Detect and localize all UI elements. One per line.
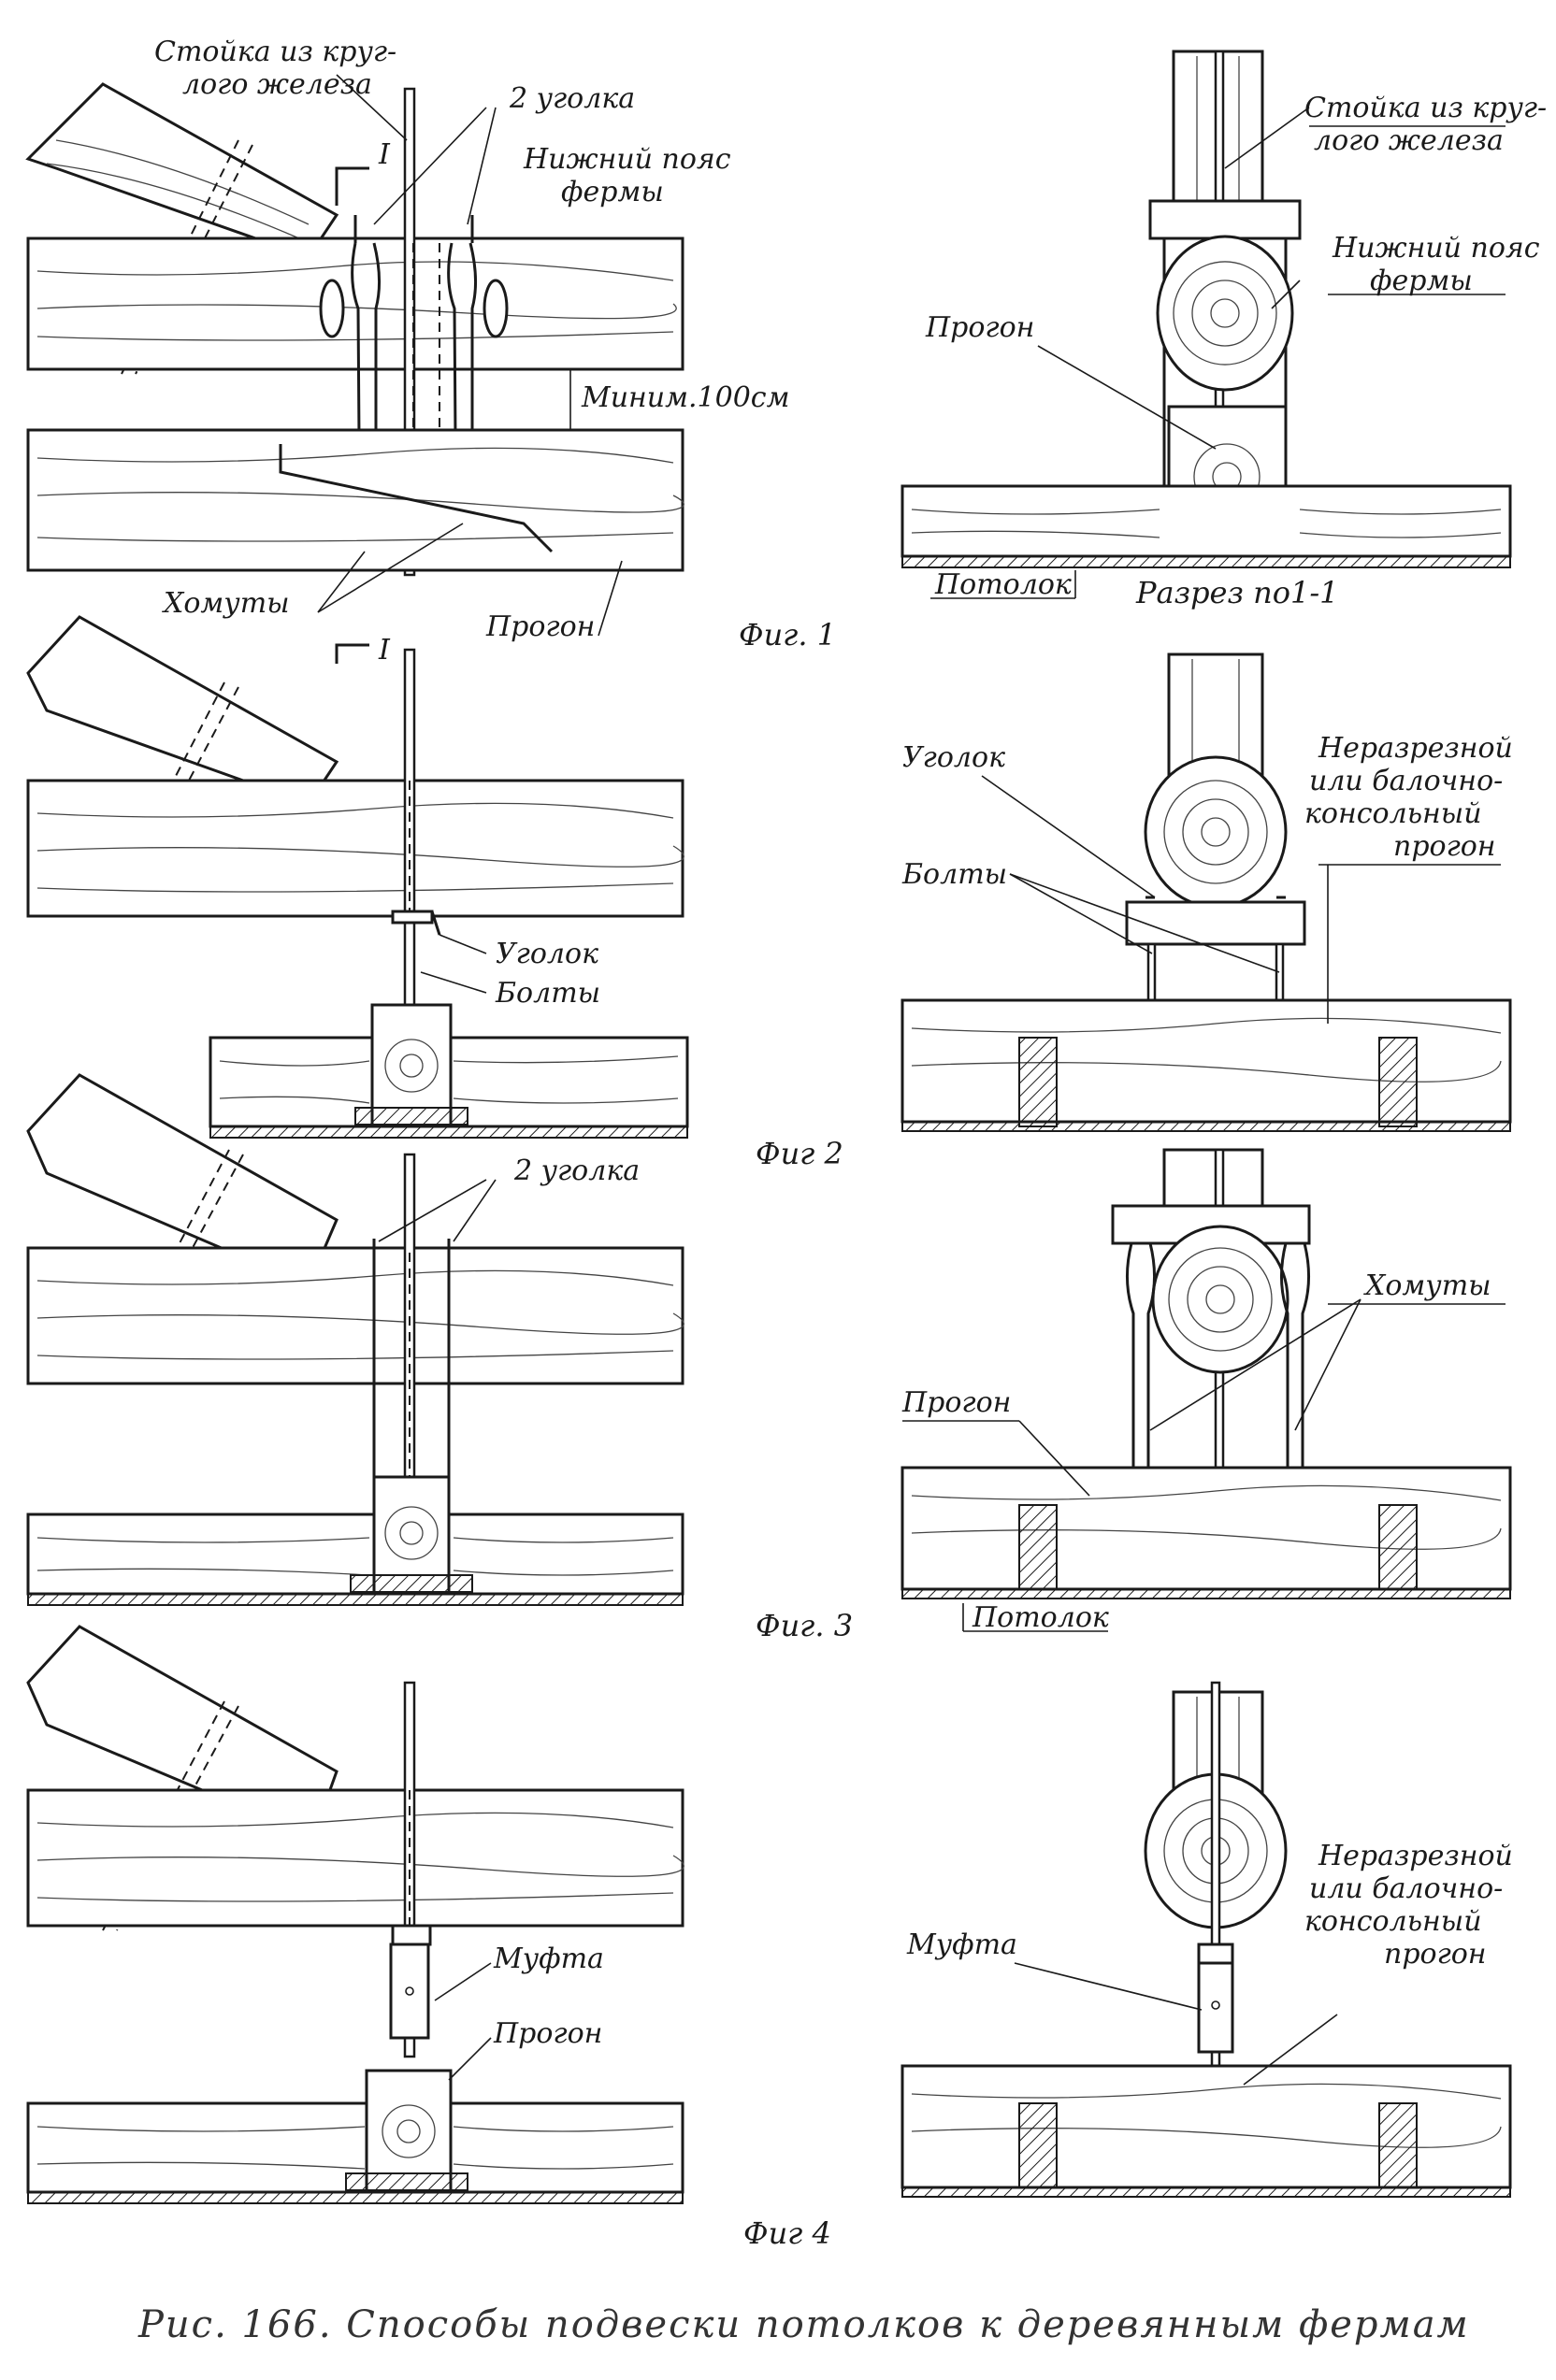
section-mark-bottom: I [378, 634, 391, 667]
section-1-1-drawing [900, 50, 1512, 599]
fig3-drawing [26, 1073, 684, 1606]
coupling-label-fig4-right: Муфта [906, 1928, 1017, 1961]
rod-label-left-line2: лого железа [182, 68, 372, 101]
two-angles-label-fig1: 2 уголка [509, 82, 635, 115]
coupling-label-fig4-left: Муфта [493, 1943, 604, 1975]
purlin-label-fig4: Прогон [493, 2017, 602, 2050]
lower-chord-label-right-line1: Нижний пояс [1332, 232, 1540, 265]
fig3-title: Фиг. 3 [756, 1608, 853, 1643]
rod-label-right-line1: Стойка из круг- [1304, 92, 1547, 124]
angle-label-fig2-left: Уголок [496, 938, 598, 970]
continuous-purlin-label-fig2-line1: Неразрезной [1318, 732, 1513, 765]
two-angles-label-fig3: 2 уголка [513, 1154, 640, 1187]
continuous-purlin-label-fig4-line4: прогон [1384, 1938, 1487, 1971]
section-mark-top: I [378, 138, 391, 171]
ceiling-label-fig3: Потолок [972, 1601, 1109, 1634]
fig4-section-drawing [900, 1681, 1512, 2198]
continuous-purlin-label-fig4-line2: или балочно- [1309, 1872, 1503, 1905]
continuous-purlin-label-fig4-line1: Неразрезной [1318, 1840, 1513, 1872]
figure-caption: Рис. 166. Способы подвески потолков к де… [137, 2303, 1470, 2346]
purlin-label-fig1: Прогон [485, 610, 595, 643]
fig2-drawing [26, 615, 689, 1139]
fig2-title: Фиг 2 [756, 1136, 843, 1171]
rod-label-left-line1: Стойка из круг- [154, 36, 396, 68]
clamps-label-fig3: Хомуты [1363, 1269, 1491, 1302]
fig1-drawing [25, 74, 684, 664]
bolts-label-fig2-right: Болты [901, 858, 1007, 891]
continuous-purlin-label-fig2-line3: консольный [1304, 797, 1482, 830]
fig4-drawing [26, 1625, 684, 2204]
continuous-purlin-label-fig4-line3: консольный [1304, 1905, 1482, 1938]
lower-chord-label-left-line2: фермы [561, 176, 664, 208]
angle-label-fig2-right: Уголок [902, 741, 1005, 774]
section-title: Разрез по1-1 [1135, 575, 1339, 610]
min-distance-label: Миним.100см [581, 381, 789, 414]
fig2-section-drawing [900, 652, 1512, 1132]
continuous-purlin-label-fig2-line2: или балочно- [1309, 765, 1503, 797]
clamps-label-fig1: Хомуты [162, 587, 290, 620]
purlin-label-section: Прогон [925, 311, 1034, 344]
purlin-label-fig3: Прогон [901, 1386, 1011, 1419]
continuous-purlin-label-fig2-line4: прогон [1393, 830, 1496, 863]
ceiling-label-section: Потолок [934, 568, 1072, 601]
fig1-title: Фиг. 1 [739, 617, 836, 652]
lower-chord-label-right-line2: фермы [1370, 265, 1473, 297]
rod-label-right-line2: лого железа [1314, 124, 1504, 157]
lower-chord-label-left-line1: Нижний пояс [523, 143, 731, 176]
bolts-label-fig2-left: Болты [495, 977, 600, 1010]
fig3-section-drawing [900, 1148, 1512, 1632]
fig4-title: Фиг 4 [743, 2215, 831, 2251]
